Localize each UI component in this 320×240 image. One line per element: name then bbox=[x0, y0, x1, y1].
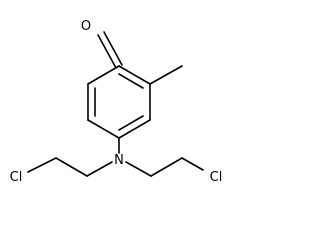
left-chloroethyl-chain: Cl bbox=[10, 157, 113, 185]
nitrogen-atom-label: N bbox=[114, 153, 124, 168]
benzene-ring bbox=[87, 65, 151, 139]
chlorine-right-atom-label: Cl bbox=[210, 170, 223, 185]
ring-bond-6 bbox=[87, 65, 120, 85]
oxygen-atom-label: O bbox=[81, 19, 91, 34]
methyl-bond bbox=[149, 65, 183, 85]
right-chloroethyl-chain: Cl bbox=[125, 157, 223, 185]
left-chain-bond-2 bbox=[55, 157, 88, 177]
ring-bond-1 bbox=[118, 65, 151, 85]
right-chain-bond-1 bbox=[125, 161, 152, 177]
left-chain-bond-1 bbox=[86, 161, 113, 177]
ring-inner-bond-top bbox=[118, 73, 144, 89]
aldehyde-group: O bbox=[81, 19, 123, 69]
bond-c-o-double-b bbox=[97, 34, 117, 69]
right-chain-bond-3 bbox=[181, 157, 204, 171]
ring-bond-4 bbox=[87, 119, 120, 139]
ring-inner-bond-bottom bbox=[118, 115, 144, 131]
ring-bond-3 bbox=[118, 119, 151, 139]
bond-c-o-double-a bbox=[103, 31, 123, 66]
right-chain-bond-2 bbox=[150, 157, 183, 177]
chemical-structure: O N Cl Cl bbox=[10, 19, 223, 185]
chlorine-left-atom-label: Cl bbox=[10, 170, 23, 185]
left-chain-bond-3 bbox=[27, 157, 57, 173]
